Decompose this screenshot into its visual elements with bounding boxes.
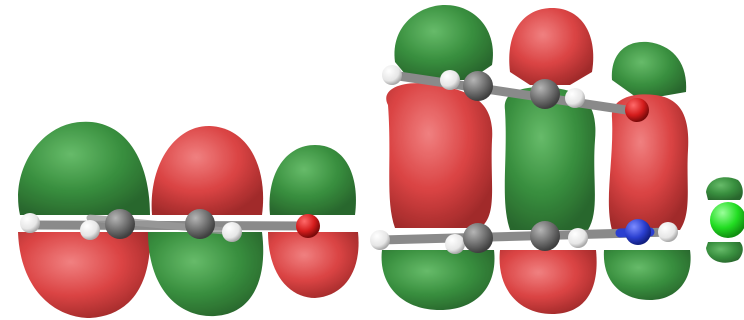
lobe-green	[381, 250, 495, 310]
hydrogen-atom	[445, 234, 465, 254]
hydrogen-atom	[440, 70, 460, 90]
bond	[387, 70, 645, 117]
lobe-red	[18, 232, 151, 318]
carbon-atom	[463, 223, 493, 253]
left-molecule-skeleton	[20, 209, 320, 242]
lobe-green	[504, 87, 596, 230]
chlorine-atom	[710, 202, 744, 238]
carbon-atom	[185, 209, 215, 239]
right-molecule-lobes	[381, 5, 743, 314]
hydrogen-atom	[565, 88, 585, 108]
lobe-green	[148, 232, 264, 317]
left-molecule-lobes	[18, 121, 359, 318]
oxygen-atom	[296, 214, 320, 238]
lobe-green	[394, 5, 493, 80]
lobe-red	[268, 232, 359, 298]
carbon-atom	[463, 71, 493, 101]
nitrogen-atom	[625, 219, 651, 245]
lobe-green	[706, 242, 743, 263]
hydrogen-atom	[20, 213, 40, 233]
lobe-green	[269, 145, 356, 215]
carbon-atom	[530, 221, 560, 251]
hydrogen-atom	[80, 220, 100, 240]
lobe-green	[18, 121, 150, 215]
lobe-red	[499, 250, 597, 314]
hydrogen-atom	[568, 228, 588, 248]
lobe-green	[611, 41, 687, 100]
right-molecule-upper-skeleton	[382, 65, 649, 122]
carbon-atom	[530, 79, 560, 109]
hydrogen-atom	[222, 222, 242, 242]
lobe-red	[386, 83, 493, 228]
lobe-red	[608, 94, 689, 230]
lobe-green	[603, 250, 691, 300]
hydrogen-atom	[658, 222, 678, 242]
lobe-red	[509, 8, 594, 85]
right-molecule-lower-skeleton	[370, 219, 678, 254]
lobe-red	[151, 125, 264, 215]
carbon-atom	[105, 209, 135, 239]
hydrogen-atom	[370, 230, 390, 250]
hydrogen-atom	[382, 65, 402, 85]
oxygen-atom	[625, 98, 649, 122]
lobe-green	[706, 177, 743, 200]
